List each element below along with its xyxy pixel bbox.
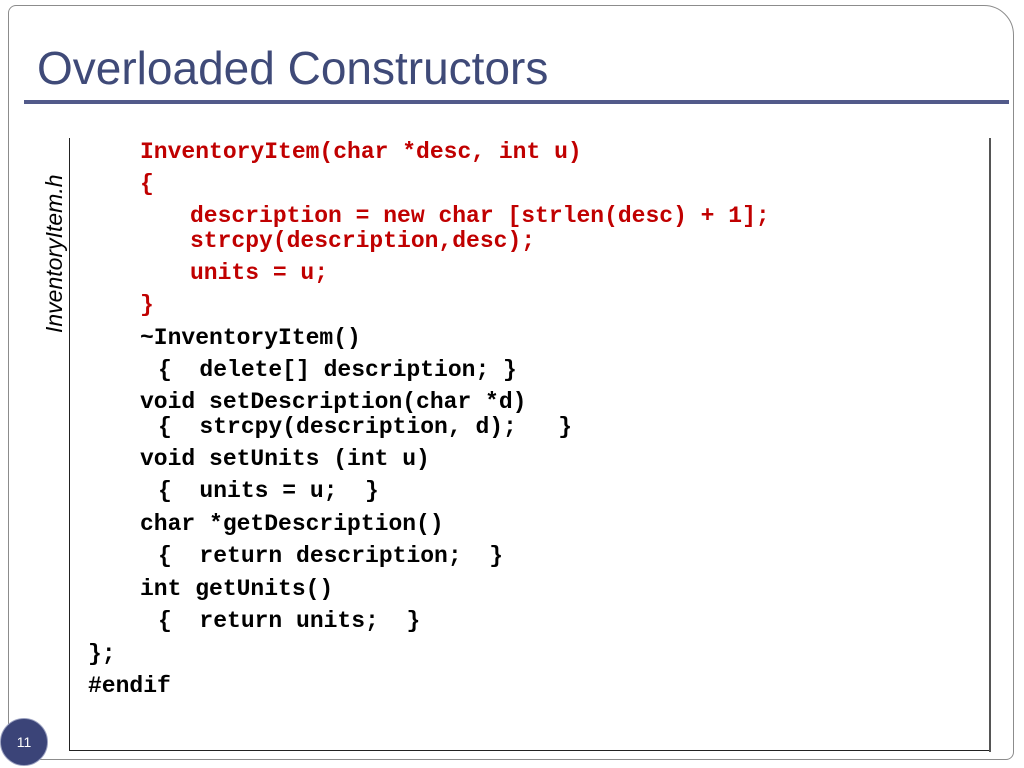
code-line-copy-description: strcpy(description,desc); <box>190 228 536 254</box>
code-line-get-description: char *getDescription() <box>140 511 444 537</box>
code-panel-right-edge <box>989 138 991 752</box>
code-line-get-units: int getUnits() <box>140 576 334 602</box>
slide-title: Overloaded Constructors <box>37 42 549 94</box>
page-number-badge: 11 <box>0 718 48 766</box>
code-line-get-units-body: { return units; } <box>158 608 421 634</box>
file-name-label: InventoryItem.h <box>41 174 67 333</box>
code-panel <box>69 138 990 751</box>
code-line-allocate-description: description = new char [strlen(desc) + 1… <box>190 203 770 229</box>
code-line-set-units: void setUnits (int u) <box>140 446 430 472</box>
code-line-close-brace: } <box>140 292 154 318</box>
code-line-open-brace: { <box>140 171 154 197</box>
code-line-destructor: ~InventoryItem() <box>140 325 361 351</box>
code-line-set-description-body: { strcpy(description, d); } <box>158 414 573 440</box>
code-line-get-description-body: { return description; } <box>158 543 504 569</box>
code-line-assign-units: units = u; <box>190 260 329 286</box>
code-line-class-end: }; <box>88 641 116 667</box>
title-underline <box>24 100 1009 104</box>
code-line-endif: #endif <box>88 673 171 699</box>
code-line-set-description: void setDescription(char *d) <box>140 389 527 415</box>
code-line-constructor-signature: InventoryItem(char *desc, int u) <box>140 139 582 165</box>
code-line-destructor-body: { delete[] description; } <box>158 357 517 383</box>
code-line-set-units-body: { units = u; } <box>158 478 379 504</box>
slide-frame <box>8 5 1014 760</box>
